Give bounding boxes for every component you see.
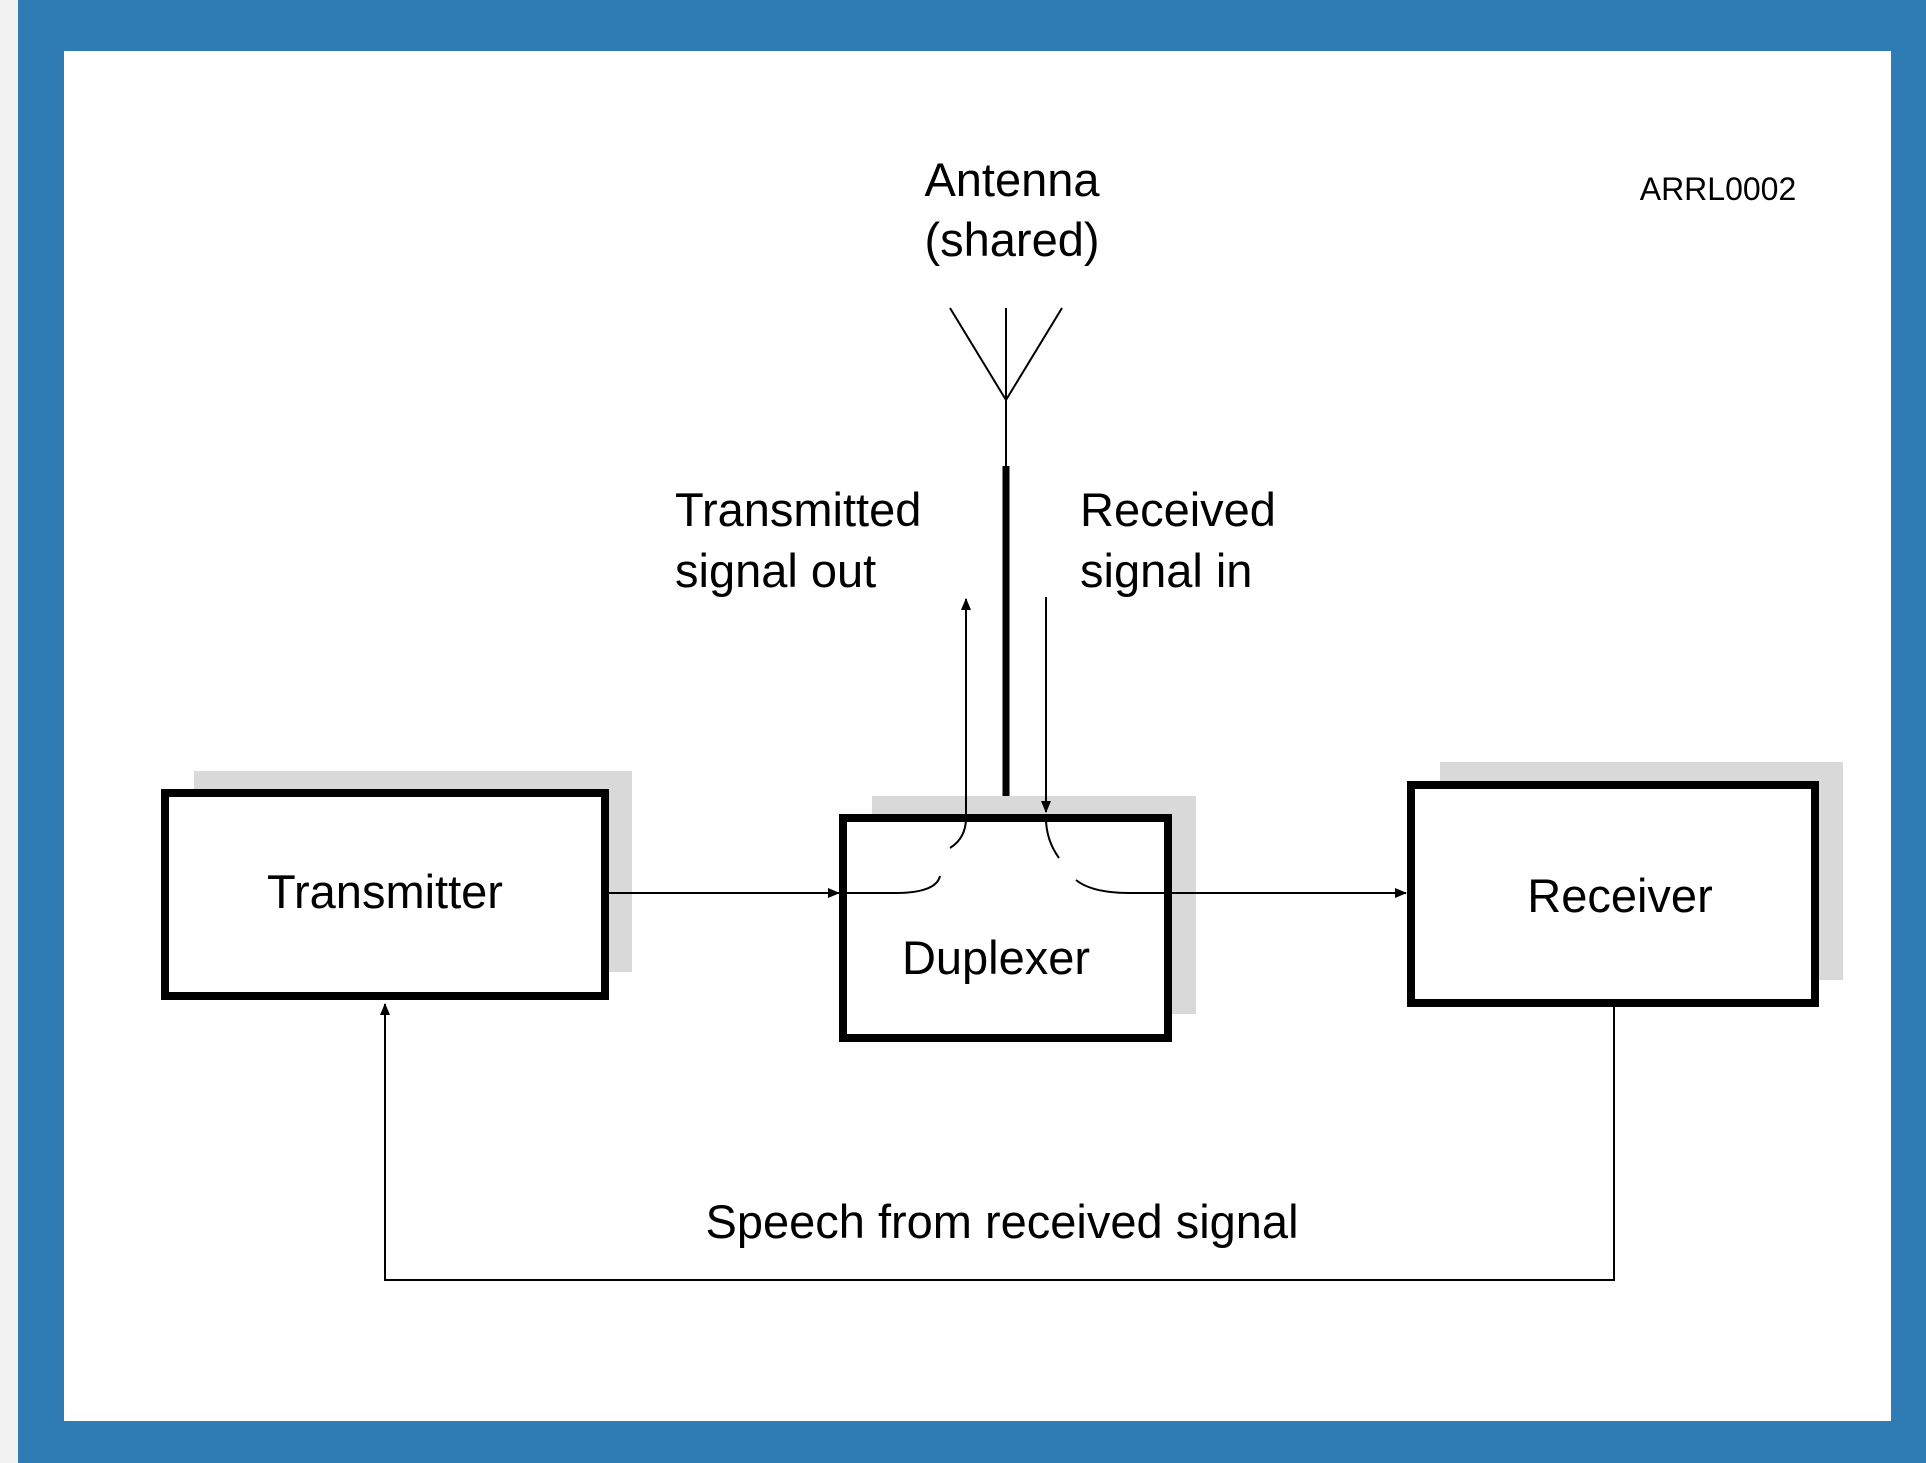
duplexer-tx-path <box>847 875 941 894</box>
figure-id: ARRL0002 <box>1640 171 1797 207</box>
tx-signal-label-line2: signal out <box>675 544 876 597</box>
diagram-paper <box>64 51 1891 1421</box>
receiver-block: Receiver <box>1407 781 1819 1007</box>
transmitter-label: Transmitter <box>267 865 503 918</box>
frame-left-edge <box>0 0 18 1463</box>
rx-signal-label-line1: Received <box>1080 483 1276 536</box>
antenna-label-line1: Antenna <box>924 153 1100 206</box>
tx-signal-label-line1: Transmitted <box>675 483 921 536</box>
duplexer-label: Duplexer <box>902 931 1090 984</box>
speech-feedback-label: Speech from received signal <box>705 1195 1298 1248</box>
duplexer-rx-branch <box>1045 817 1060 859</box>
speech-feedback-path <box>380 1003 1615 1281</box>
duplexer-tx-branch <box>949 817 967 849</box>
antenna-icon <box>949 307 1063 468</box>
antenna-label-line2: (shared) <box>924 213 1099 266</box>
duplexer-rx-path <box>1075 879 1164 894</box>
transmitter-block: Transmitter <box>161 789 609 1000</box>
rx-signal-label-line2: signal in <box>1080 544 1252 597</box>
receiver-label: Receiver <box>1527 869 1712 922</box>
duplexer-block: Duplexer <box>839 814 1172 1042</box>
